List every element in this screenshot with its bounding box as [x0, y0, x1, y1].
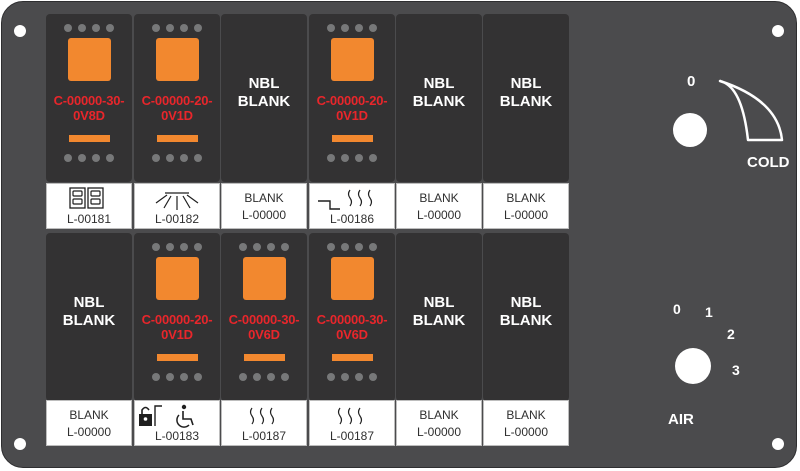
switch-legend-label: L-00186	[309, 183, 395, 229]
switch-legend-label: L-00187	[221, 400, 307, 446]
indicator-dots	[64, 24, 114, 32]
mount-hole	[14, 438, 26, 450]
indicator-dots	[327, 154, 377, 162]
legend-part-number: L-00181	[66, 212, 112, 226]
blank-switch: NBL BLANK	[396, 14, 482, 182]
switch-code: C-00000-30- 0V8D	[53, 93, 125, 123]
rocker-switch[interactable]: C-00000-30- 0V8D	[46, 14, 132, 182]
legend-part-number: L-00182	[154, 212, 200, 226]
rocker-switch[interactable]: C-00000-20- 0V1D	[134, 233, 220, 401]
legend-part-number: L-00187	[241, 429, 287, 443]
indicator-dots	[152, 154, 202, 162]
switch-indicator-bar	[157, 135, 198, 142]
indicator-dots	[327, 243, 377, 251]
air-tick-1: 1	[705, 304, 713, 320]
indicator-dots	[152, 243, 202, 251]
cold-dial-label: COLD	[747, 154, 790, 171]
legend-part-number: BLANK L-00000	[416, 408, 462, 439]
switch-legend-label: BLANK L-00000	[483, 183, 569, 229]
switch-lamp	[331, 257, 374, 300]
indicator-dots	[152, 373, 202, 381]
air-knob[interactable]	[675, 348, 711, 384]
mount-hole	[14, 25, 26, 37]
switch-code: C-00000-30- 0V6D	[228, 312, 300, 342]
cold-knob[interactable]	[673, 113, 707, 147]
legend-part-number: BLANK L-00000	[503, 191, 549, 222]
rocker-switch[interactable]: C-00000-20- 0V1D	[134, 14, 220, 182]
switch-indicator-bar	[244, 354, 285, 361]
indicator-dots	[152, 24, 202, 32]
switch-legend-label: L-00183	[134, 400, 220, 446]
blank-switch-text: NBL BLANK	[62, 294, 116, 329]
legend-part-number: L-00183	[154, 429, 200, 443]
rocker-switch[interactable]: C-00000-30- 0V6D	[221, 233, 307, 401]
legend-part-number: BLANK L-00000	[503, 408, 549, 439]
legend-part-number: L-00187	[329, 429, 375, 443]
switch-code: C-00000-20- 0V1D	[141, 93, 213, 123]
blank-switch-text: NBL BLANK	[412, 75, 466, 110]
legend-part-number: L-00186	[329, 212, 375, 226]
blank-switch-text: NBL BLANK	[237, 75, 291, 110]
legend-part-number: BLANK L-00000	[241, 191, 287, 222]
blank-switch: NBL BLANK	[396, 233, 482, 401]
air-dial-label: AIR	[668, 411, 694, 428]
switch-lamp	[156, 38, 199, 81]
blank-switch: NBL BLANK	[483, 14, 569, 182]
blank-switch: NBL BLANK	[221, 14, 307, 182]
cold-dial-zero: 0	[687, 73, 696, 90]
mount-hole	[772, 25, 784, 37]
switch-legend-label: BLANK L-00000	[46, 400, 132, 446]
blank-switch: NBL BLANK	[46, 233, 132, 401]
rocker-switch[interactable]: C-00000-30- 0V6D	[309, 233, 395, 401]
air-tick-3: 3	[732, 362, 740, 378]
rocker-switch[interactable]: C-00000-20- 0V1D	[309, 14, 395, 182]
switch-code: C-00000-30- 0V6D	[316, 312, 388, 342]
switch-lamp	[68, 38, 111, 81]
legend-part-number: BLANK L-00000	[66, 408, 112, 439]
switch-indicator-bar	[69, 135, 110, 142]
indicator-dots	[239, 243, 289, 251]
blank-switch-text: NBL BLANK	[499, 75, 553, 110]
legend-part-number: BLANK L-00000	[416, 191, 462, 222]
blank-switch: NBL BLANK	[483, 233, 569, 401]
indicator-dots	[239, 373, 289, 381]
air-tick-0: 0	[673, 301, 681, 317]
cold-range-icon	[718, 79, 784, 142]
blank-switch-text: NBL BLANK	[412, 294, 466, 329]
switch-legend-label: BLANK L-00000	[396, 400, 482, 446]
switch-indicator-bar	[332, 135, 373, 142]
switch-legend-label: L-00187	[309, 400, 395, 446]
switch-legend-label: L-00182	[134, 183, 220, 229]
switch-code: C-00000-20- 0V1D	[141, 312, 213, 342]
switch-legend-label: L-00181	[46, 183, 132, 229]
blank-switch-text: NBL BLANK	[499, 294, 553, 329]
switch-indicator-bar	[332, 354, 373, 361]
switch-indicator-bar	[157, 354, 198, 361]
switch-code: C-00000-20- 0V1D	[316, 93, 388, 123]
switch-lamp	[331, 38, 374, 81]
indicator-dots	[327, 24, 377, 32]
switch-legend-label: BLANK L-00000	[483, 400, 569, 446]
indicator-dots	[327, 373, 377, 381]
switch-lamp	[156, 257, 199, 300]
switch-legend-label: BLANK L-00000	[396, 183, 482, 229]
air-tick-2: 2	[727, 326, 735, 342]
switch-lamp	[243, 257, 286, 300]
indicator-dots	[64, 154, 114, 162]
switch-legend-label: BLANK L-00000	[221, 183, 307, 229]
mount-hole	[772, 438, 784, 450]
